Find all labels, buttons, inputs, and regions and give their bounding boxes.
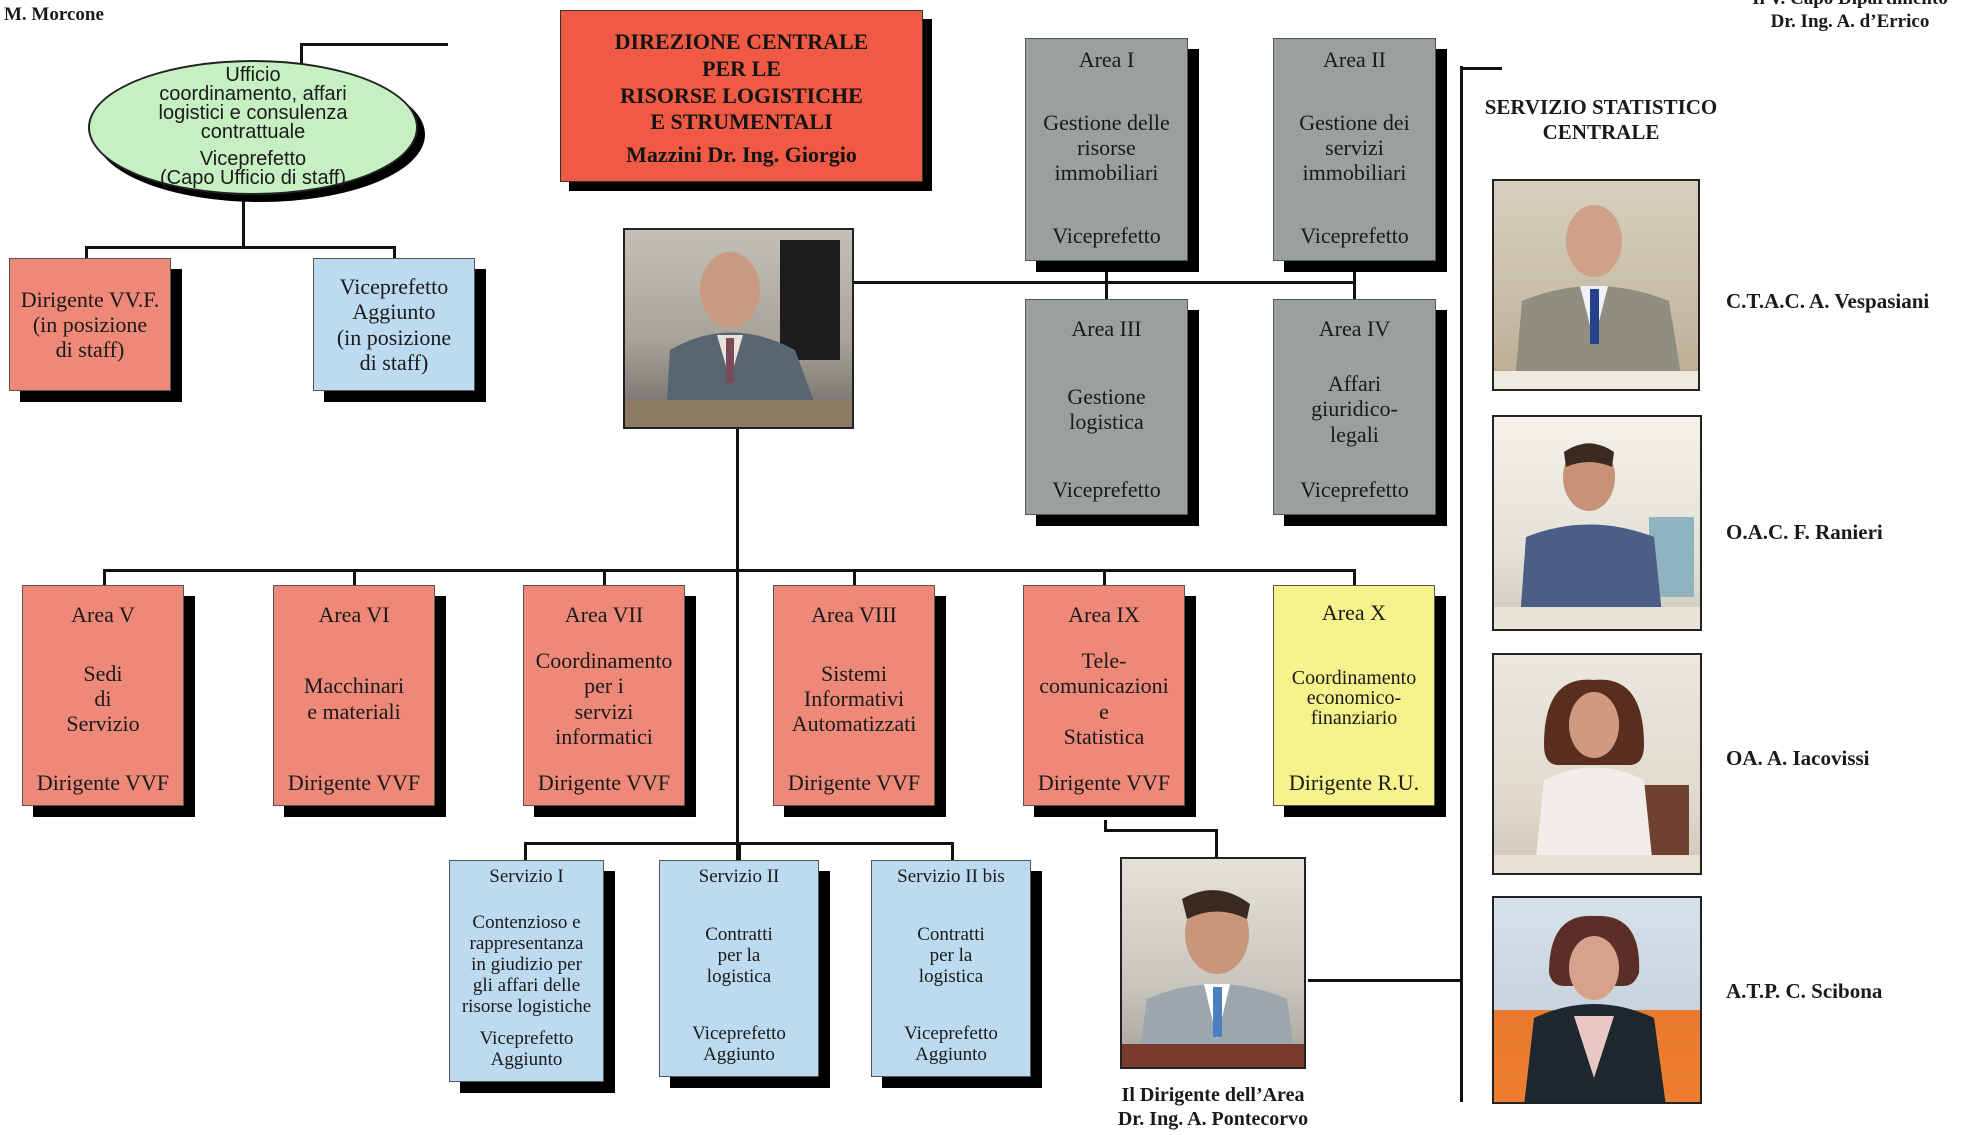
area-role: Viceprefetto — [1052, 222, 1161, 248]
top-left-name: M. Morcone — [4, 4, 104, 25]
area-role: Dirigente VVF — [537, 769, 671, 795]
area-x-box: Area X Coordinamento economico- finanzia… — [1273, 585, 1435, 806]
staff-box-text: Dirigente VV.F. (in posizione di staff) — [20, 286, 160, 363]
staff-photo-ranieri — [1492, 415, 1702, 631]
area-description: Sistemi Informativi Automatizzati — [791, 660, 917, 737]
area-vi-box: Area VI Macchinari e materiali Dirigente… — [273, 585, 435, 806]
direzione-centrale-title: DIREZIONE CENTRALE PER LE RISORSE LOGIST… — [614, 29, 869, 135]
area-role: Dirigente VVF — [1037, 769, 1171, 795]
area-v-box: Area V Sedi di Servizio Dirigente VVF — [22, 585, 184, 806]
vice-head-label: Il V. Capo Dipartimento Dr. Ing. A. d’Er… — [1720, 0, 1973, 34]
direzione-centrale-box: DIREZIONE CENTRALE PER LE RISORSE LOGIST… — [560, 10, 923, 182]
staff-box-dirigente: Dirigente VV.F. (in posizione di staff) — [9, 258, 171, 391]
servizio-ii-box: Servizio II Contratti per la logistica V… — [659, 860, 819, 1077]
area-title: Area II — [1323, 47, 1386, 72]
area-title: Area V — [71, 602, 135, 627]
vice-head-title: Il V. Capo Dipartimento — [1720, 0, 1973, 11]
area-title: Area VI — [318, 602, 390, 627]
area-title: Area X — [1321, 600, 1387, 625]
area-iv-box: Area IV Affari giuridico- legali Vicepre… — [1273, 299, 1436, 515]
area-role: Viceprefetto — [1300, 476, 1409, 502]
staff-name-scibona: A.T.P. C. Scibona — [1726, 979, 1883, 1003]
director-photo — [623, 228, 854, 429]
area-description: Affari giuridico- legali — [1311, 371, 1398, 447]
area-ix-box: Area IX Tele- comunicazioni e Statistica… — [1023, 585, 1185, 806]
area-title: Area IV — [1318, 316, 1391, 341]
area-description: Sedi di Servizio — [66, 660, 140, 737]
area-title: Area VIII — [811, 602, 897, 627]
area-title: Area IX — [1068, 602, 1140, 627]
servizio-i-box: Servizio I Contenzioso e rappresentanza … — [449, 860, 604, 1082]
area-vii-box: Area VII Coordinamento per i servizi inf… — [523, 585, 685, 806]
staff-photo-vespasiani — [1492, 179, 1700, 391]
staff-photo-iacovissi — [1492, 653, 1702, 875]
direzione-centrale-head: Mazzini Dr. Ing. Giorgio — [626, 142, 857, 168]
stat-service-title: SERVIZIO STATISTICO CENTRALE — [1484, 95, 1718, 145]
area-title: Area VII — [564, 602, 644, 627]
area-description: Tele- comunicazioni e Statistica — [1039, 647, 1169, 749]
area-head-photo — [1120, 857, 1306, 1069]
area-description: Coordinamento economico- finanziario — [1291, 666, 1417, 729]
service-description: Contratti per la logistica — [705, 923, 773, 987]
area-role: Dirigente R.U. — [1288, 769, 1420, 795]
vice-head-name: Dr. Ing. A. d’Errico — [1770, 10, 1930, 32]
servizio-ii-bis-box: Servizio II bis Contratti per la logisti… — [871, 860, 1031, 1077]
staff-name-iacovissi: OA. A. Iacovissi — [1726, 746, 1870, 770]
area-description: Macchinari e materiali — [303, 673, 405, 724]
area-description: Gestione delle risorse immobiliari — [1043, 109, 1170, 186]
area-title: Area III — [1071, 316, 1142, 341]
area-role: Viceprefetto — [1052, 476, 1161, 502]
staff-box-text: Viceprefetto Aggiunto (in posizione di s… — [336, 273, 452, 375]
service-description: Contratti per la logistica — [917, 923, 985, 987]
area-description: Coordinamento per i servizi informatici — [535, 647, 673, 749]
area-viii-box: Area VIII Sistemi Informativi Automatizz… — [773, 585, 935, 806]
area-title: Area I — [1078, 47, 1135, 72]
area-i-box: Area I Gestione delle risorse immobiliar… — [1025, 38, 1188, 261]
service-title: Servizio II — [698, 866, 780, 887]
staff-box-viceprefetto: Viceprefetto Aggiunto (in posizione di s… — [313, 258, 475, 391]
area-iii-box: Area III Gestione logistica Viceprefetto — [1025, 299, 1188, 515]
service-role: Viceprefetto Aggiunto — [904, 1023, 998, 1066]
staff-name-vespasiani: C.T.A.C. A. Vespasiani — [1726, 289, 1930, 313]
service-title: Servizio I — [489, 866, 564, 887]
area-ii-box: Area II Gestione dei servizi immobiliari… — [1273, 38, 1436, 261]
staff-office-name: Ufficio coordinamento, affari logistici … — [158, 64, 348, 143]
staff-office-role: Viceprefetto (Capo Ufficio di staff) — [159, 148, 346, 189]
area-role: Viceprefetto — [1300, 222, 1409, 248]
area-head-caption: Il Dirigente dell’Area Dr. Ing. A. Ponte… — [1117, 1084, 1309, 1130]
service-description: Contenzioso e rappresentanza in giudizio… — [461, 912, 592, 1017]
area-role: Dirigente VVF — [787, 769, 921, 795]
service-role: Viceprefetto Aggiunto — [479, 1028, 574, 1071]
staff-name-ranieri: O.A.C. F. Ranieri — [1726, 520, 1883, 544]
area-description: Gestione logistica — [1067, 383, 1146, 434]
service-title: Servizio II bis — [897, 866, 1005, 887]
staff-photo-scibona — [1492, 896, 1702, 1104]
area-role: Dirigente VVF — [287, 769, 421, 795]
staff-office-oval: Ufficio coordinamento, affari logistici … — [88, 60, 418, 195]
area-role: Dirigente VVF — [36, 769, 170, 795]
area-description: Gestione dei servizi immobiliari — [1299, 109, 1410, 186]
service-role: Viceprefetto Aggiunto — [692, 1023, 786, 1066]
